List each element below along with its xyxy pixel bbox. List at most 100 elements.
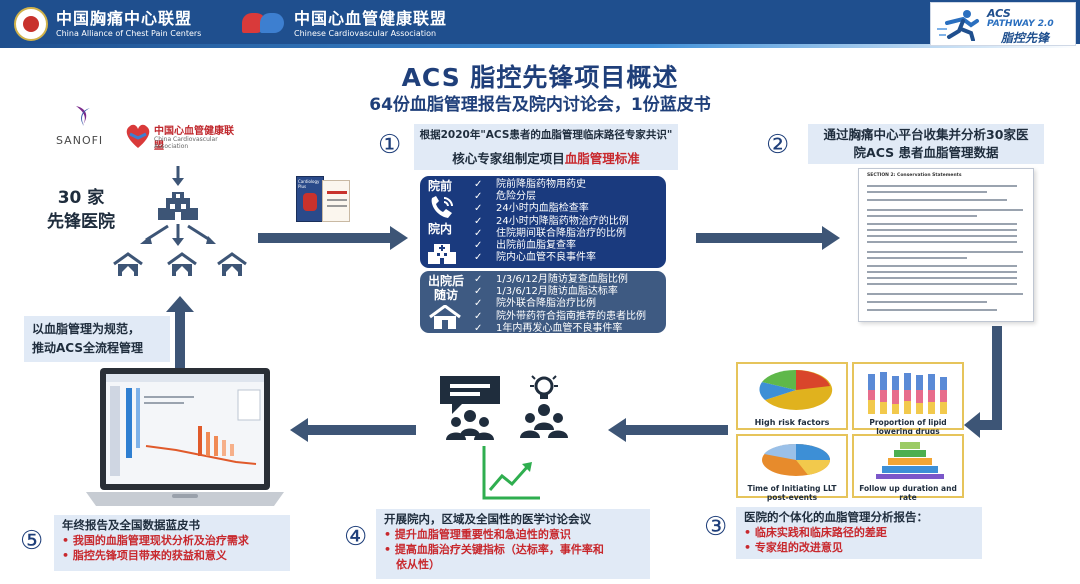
follow-up-metrics-list: 1/3/6/12月随访复查血脂比例 1/3/6/12月随访血脂达标率 院外联合降… — [474, 274, 646, 335]
org-cardiovascular-association: 中国心血管健康联盟 Chinese Cardiovascular Associa… — [240, 7, 447, 41]
list-item: 1/3/6/12月随访复查血脂比例 — [474, 274, 646, 286]
acs-logo-line1: ACS — [987, 7, 1011, 20]
flow-arrow-right-1 — [258, 226, 408, 250]
header-bar: 中国胸痛中心联盟 China Alliance of Chest Pain Ce… — [0, 0, 1080, 48]
chart-tile-llt-time: Time of Initiating LLT post-events — [736, 434, 848, 502]
step3-item: • 专家组的改进意见 — [744, 541, 843, 554]
book-title: Cardiology Plus — [298, 179, 320, 189]
step5-item: • 我国的血脂管理现状分析及治疗需求 — [62, 534, 249, 547]
laptop-report-illustration — [86, 366, 284, 512]
step5-item-text: 脂控先锋项目带来的获益和意义 — [72, 549, 227, 562]
list-item: 院内心血管不良事件率 — [474, 252, 629, 264]
org1-name-en: China Alliance of Chest Pain Centers — [56, 29, 202, 38]
runner-icon — [937, 10, 979, 41]
step3-report-box: 医院的个体化的血脂管理分析报告： • 临床实践和临床路径的差距 • 专家组的改进… — [736, 507, 982, 559]
step3-item: • 临床实践和临床路径的差距 — [744, 526, 887, 539]
phone-call-icon — [431, 196, 453, 218]
flow-arrow-right-2 — [696, 226, 840, 250]
survey-section-title: SECTION 2: Conservation Statements — [867, 173, 962, 178]
left-note-line1: 以血脂管理为规范， — [32, 322, 141, 336]
acs-logo-line3: 脂控先锋 — [1001, 31, 1050, 45]
panel2-label-followup: 随访 — [434, 288, 459, 302]
cca-name-cn: 中国心血管健康联盟 — [154, 126, 234, 152]
chest-pain-alliance-emblem-icon — [14, 7, 48, 41]
step3-item-text: 临床实践和临床路径的差距 — [754, 526, 887, 539]
stacked-bar-chart-icon — [868, 372, 947, 414]
tile-caption: Follow up duration and rate — [859, 484, 957, 502]
tile-caption: Proportion of lipid lowering drugs — [869, 418, 947, 436]
handshake-heart-icon — [126, 124, 150, 148]
cardiology-plus-books: Cardiology Plus — [296, 176, 354, 222]
left-note: 以血脂管理为规范， 推动ACS全流程管理 — [24, 316, 170, 362]
step1-standard-text: 核心专家组制定项目血脂管理标准 — [414, 148, 678, 167]
panel2-label-discharge: 出院后 — [428, 274, 465, 288]
acs-pathway-logo: ACS PATHWAY 2.0 脂控先锋 — [930, 2, 1076, 46]
flow-arrow-left-2 — [290, 418, 416, 442]
list-item: 住院期间联合降脂治疗的比例 — [474, 228, 629, 240]
list-item: 1年内再发心血管不良事件率 — [474, 323, 646, 335]
step1-consensus-text: 根据2020年"ACS患者的血脂管理临床路径专家共识" — [419, 129, 673, 141]
list-item: 院外带药符合指南推荐的患者比例 — [474, 311, 646, 323]
member-hospital-icon — [217, 252, 247, 276]
step1-standard-highlight: 血脂管理标准 — [564, 151, 640, 166]
list-item: 出院前血脂复查率 — [474, 240, 629, 252]
up-arrow-icon — [166, 296, 194, 394]
org2-name-cn: 中国心血管健康联盟 — [294, 9, 448, 28]
step-2-number: ② — [766, 130, 790, 160]
step4-item: • 提高血脂治疗关键指标（达标率，事件率和 — [384, 543, 604, 556]
step4-meeting-box: 开展院内，区域及全国性的医学讨论会议 • 提升血脂管理重要性和急迫性的意识 • … — [376, 509, 650, 579]
people-group-icon — [446, 410, 494, 440]
step2-header: 通过胸痛中心平台收集并分析30家医 院ACS 患者血脂管理数据 — [808, 124, 1044, 164]
chart-tile-lipid-drugs: Proportion of lipid lowering drugs — [852, 362, 964, 436]
member-hospital-icon — [167, 252, 197, 276]
lightbulb-icon — [530, 375, 558, 399]
pie-chart-icon — [762, 443, 831, 476]
list-item: 24小时内降脂药物治疗的比例 — [474, 216, 629, 228]
laptop-icon — [86, 368, 284, 506]
in-hospital-metrics-panel: 院前 院内 院前降脂药物用药史 危险分层 24小时内血脂检查率 24小时内降脂药… — [420, 176, 666, 268]
tile-caption: Time of Initiating LLT post-events — [747, 484, 837, 502]
step4-item-text: 提升血脂管理重要性和急迫性的意识 — [394, 528, 571, 541]
book-cover-white — [322, 180, 350, 222]
pie-chart-icon — [759, 369, 833, 410]
step-4-number: ④ — [344, 522, 368, 552]
cca-logo-small: 中国心血管健康联盟 China Cardiovascular Associati… — [124, 120, 242, 152]
step4-item: • 提升血脂管理重要性和急迫性的意识 — [384, 528, 571, 541]
list-item: 1/3/6/12月随访血脂达标率 — [474, 286, 646, 298]
step3-heading: 医院的个体化的血脂管理分析报告： — [744, 510, 928, 524]
hospital-count-line1: 30 家 — [57, 188, 105, 208]
list-item: 危险分层 — [474, 191, 629, 203]
hospital-main-icon — [158, 192, 198, 220]
member-hospitals-row — [113, 252, 247, 276]
sanofi-bird-icon — [76, 106, 90, 126]
follow-up-metrics-panel: 出院后 随访 1/3/6/12月随访复查血脂比例 1/3/6/12月随访血脂达标… — [420, 271, 666, 335]
home-icon — [429, 305, 461, 329]
step4-heading: 开展院内，区域及全国性的医学讨论会议 — [384, 512, 591, 526]
step1-standard-prefix: 核心专家组制定项目 — [452, 151, 565, 166]
tile-caption: High risk factors — [754, 418, 830, 427]
step5-item: • 脂控先锋项目带来的获益和意义 — [62, 549, 227, 562]
sanofi-name: SANOFI — [56, 134, 104, 147]
left-note-line2: 推动ACS全流程管理 — [32, 341, 143, 355]
survey-document-thumbnail: SECTION 2: Conservation Statements — [858, 168, 1034, 322]
step-5-number: ⑤ — [20, 526, 44, 556]
step-3-number: ③ — [704, 512, 728, 542]
flow-arrow-down-left — [964, 326, 1002, 438]
org2-name-en: Chinese Cardiovascular Association — [294, 29, 437, 38]
in-hospital-metrics-list: 院前降脂药物用药史 危险分层 24小时内血脂检查率 24小时内降脂药物治疗的比例… — [474, 179, 629, 264]
step3-item-text: 专家组的改进意见 — [754, 541, 843, 554]
step2-header-line1: 通过胸痛中心平台收集并分析30家医 — [823, 127, 1029, 142]
chart-tile-high-risk: High risk factors — [736, 362, 848, 430]
pyramid-chart-icon — [876, 442, 944, 479]
step2-header-line2: 院ACS 患者血脂管理数据 — [853, 145, 999, 160]
step-1-number: ① — [378, 130, 402, 160]
panel1-label-prehospital: 院前 — [428, 179, 453, 193]
step1-header: 根据2020年"ACS患者的血脂管理临床路径专家共识" 核心专家组制定项目血脂管… — [414, 124, 678, 170]
step5-heading: 年终报告及全国数据蓝皮书 — [62, 518, 200, 532]
list-item: 24小时内血脂检查率 — [474, 203, 629, 215]
org1-name-cn: 中国胸痛中心联盟 — [56, 9, 193, 28]
header-accent — [0, 44, 1080, 48]
step4-item-text: 提高血脂治疗关键指标（达标率，事件率和 — [394, 543, 604, 556]
page-title: ACS 脂控先锋项目概述 — [401, 63, 679, 92]
presentation-board-icon — [440, 376, 500, 414]
